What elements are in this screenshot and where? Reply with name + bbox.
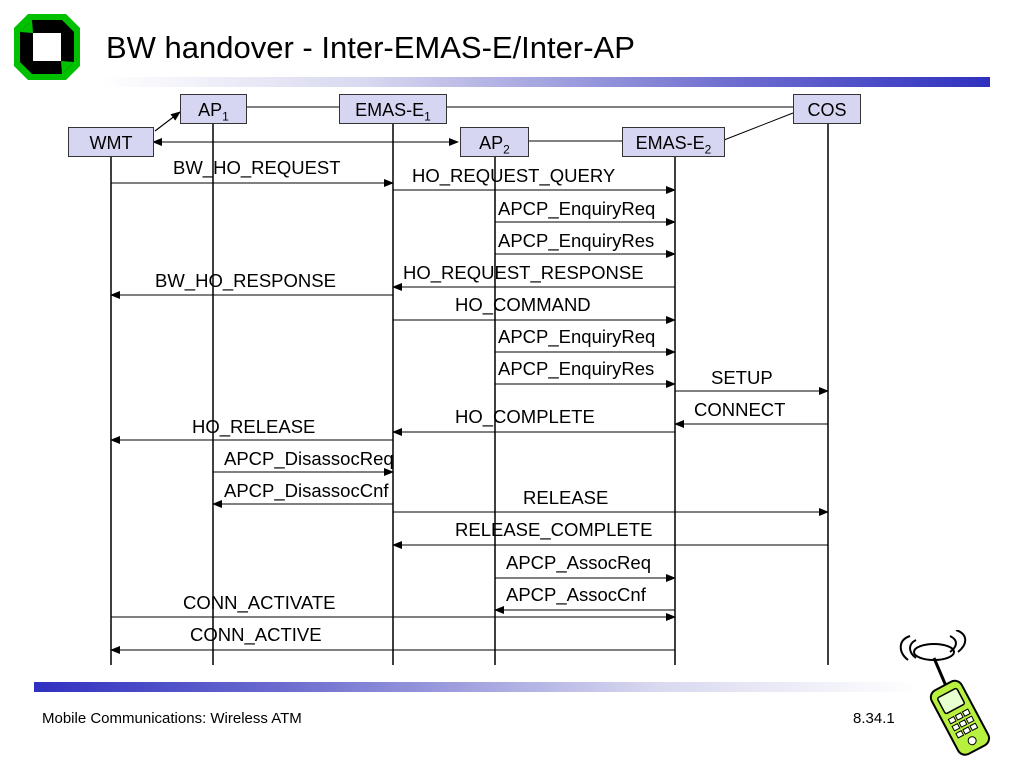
message-label: APCP_AssocReq: [506, 552, 651, 573]
entity-ap2: AP2: [460, 127, 529, 157]
message-label: APCP_EnquiryRes: [498, 230, 655, 251]
footer-course-name: Mobile Communications: Wireless ATM: [42, 710, 302, 727]
message-label: HO_RELEASE: [192, 416, 316, 437]
message-label: APCP_EnquiryReq: [498, 326, 656, 347]
message-label: HO_REQUEST_RESPONSE: [403, 262, 644, 283]
entity-ap1: AP1: [180, 94, 247, 124]
entity-cos: COS: [793, 94, 861, 124]
link-emase2-cos: [723, 112, 794, 141]
message-label: APCP_DisassocCnf: [224, 480, 389, 501]
message-label: APCP_EnquiryRes: [498, 358, 655, 379]
message-label: CONN_ACTIVE: [190, 624, 322, 645]
message-label: BW_HO_RESPONSE: [155, 270, 336, 291]
message-label: RELEASE_COMPLETE: [455, 519, 653, 540]
message-label: RELEASE: [523, 487, 609, 508]
entity-emas-e1: EMAS-E1: [339, 94, 447, 124]
university-logo-icon: [14, 14, 80, 80]
message-label: HO_REQUEST_QUERY: [412, 165, 616, 186]
message-label: APCP_EnquiryReq: [498, 198, 656, 219]
message-label: BW_HO_REQUEST: [173, 157, 341, 178]
message-label: CONNECT: [694, 399, 786, 420]
message-label: HO_COMMAND: [455, 294, 591, 315]
entity-wmt: WMT: [68, 127, 154, 157]
entity-emas-e2: EMAS-E2: [622, 127, 725, 157]
footer-divider-bar: [34, 682, 920, 692]
slide-title: BW handover - Inter-EMAS-E/Inter-AP: [106, 30, 635, 65]
message-label: APCP_DisassocReq: [224, 448, 394, 469]
message-label: SETUP: [711, 367, 773, 388]
mobile-phone-icon: [899, 630, 991, 756]
message-label: HO_COMPLETE: [455, 406, 595, 427]
message-label: CONN_ACTIVATE: [183, 592, 336, 613]
title-underline-bar: [100, 77, 990, 87]
footer-slide-number: 8.34.1: [853, 710, 895, 727]
message-label: APCP_AssocCnf: [506, 584, 646, 605]
radio-link-wmt-ap1: [154, 111, 181, 132]
